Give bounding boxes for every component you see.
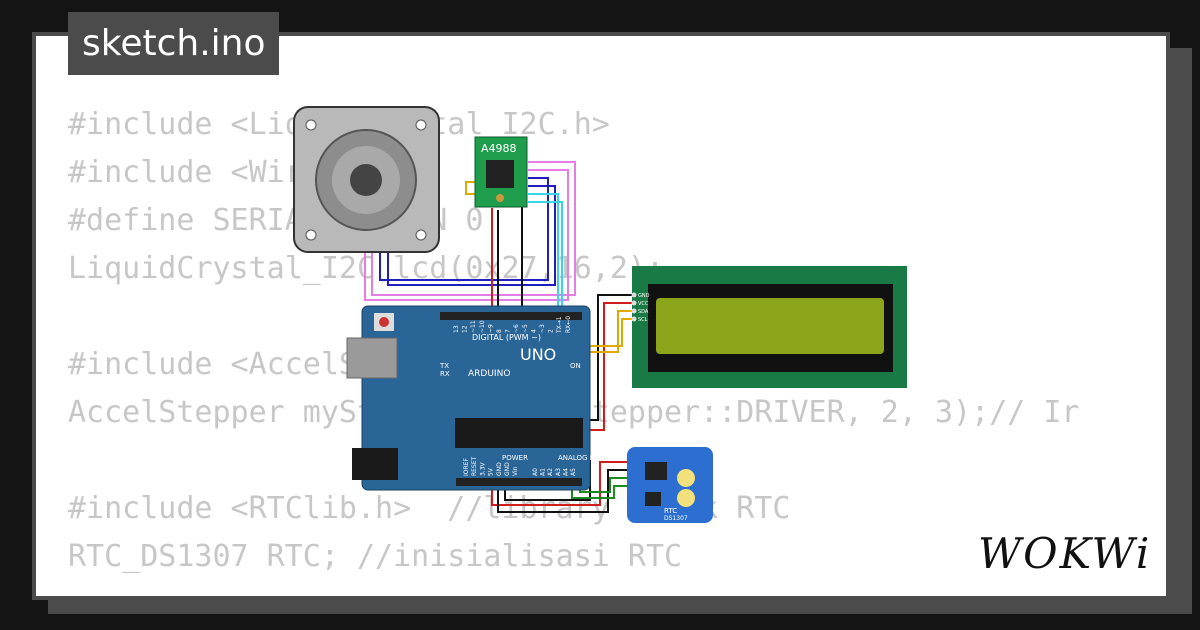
motor-screw [305,119,317,131]
rtc-label: RTC [664,507,677,515]
driver-label: A4988 [481,142,517,155]
digital-pin-label: 13 [453,325,460,333]
digital-pin-label: ~6 [513,324,520,333]
power-pin-label: RESET [471,456,478,476]
on-label: ON [570,362,581,370]
logo-text: WOKWi [978,529,1150,576]
power-label: POWER [502,454,528,462]
brand-label: ARDUINO [468,369,510,379]
power-pin-label: 3.3V [479,461,486,476]
digital-pin-label: ~9 [487,324,494,333]
battery-contact [677,469,695,487]
analog-label: ANALOG IN [558,454,597,462]
battery-contact [677,489,695,507]
digital-pin-label: 2 [548,329,555,333]
digital-pin-label: 4 [530,329,537,333]
arduino-uno: DIGITAL (PWM ~) UNO ARDUINO TX RX ON ANA… [346,305,597,491]
code-line: LiquidCrystal_I2C lcd(0x27,16,2); [68,251,665,286]
stepper-motor [293,106,440,253]
digital-pin-label: ~3 [539,324,546,333]
a4988-driver: A4988 [474,136,528,208]
power-pin-label: GND [504,462,511,476]
wire-blue [379,177,549,281]
motor-screw [305,229,317,241]
digital-header [440,312,582,320]
wokwi-logo: WOKWi [978,529,1150,576]
digital-pin-label: ~5 [522,324,529,333]
digital-pin-label: 12 [462,325,469,333]
lcd-display: GND VCC SDA SCL [631,266,907,388]
digital-pin-label: RX←0 [565,316,572,333]
digital-pin-label: 8 [496,329,503,333]
file-title-tab: sketch.ino [68,12,280,75]
rtc-chip [645,462,667,480]
lcd-pin [631,292,637,298]
digital-pin-label: ~11 [470,320,477,333]
analog-power-header [456,478,582,486]
tx-label: TX [439,362,449,370]
analog-pin-label: A2 [547,468,554,476]
power-pin-label: Vin [512,466,519,476]
digital-pin-label: ~10 [479,320,486,333]
wire-blue [387,185,556,286]
motor-screw [415,119,427,131]
code-line: RTC_DS1307 RTC; //inisialisasi RTC [68,539,683,574]
rtc-crystal [645,492,661,506]
lcd-pin [631,300,637,306]
model-label: UNO [520,345,556,364]
analog-pin-label: A3 [555,468,562,476]
reset-button-cap [379,317,389,327]
driver-chip [486,160,514,188]
analog-pin-label: A4 [562,468,569,476]
wire-pink [364,169,569,301]
lcd-pin-labels: GND VCC SDA SCL [631,292,650,323]
power-pin-label: GND [496,462,503,476]
lcd-screen [656,298,884,354]
wire-pink [371,161,576,296]
lcd-pin-label: SCL [638,317,648,323]
driver-potentiometer [496,194,504,202]
microcontroller-chip [455,418,583,448]
lcd-pin [631,316,637,322]
lcd-pin-label: SDA [638,309,649,315]
digital-pin-label: 7 [505,329,512,333]
wire-cyan [528,193,559,318]
rtc-chip-label: DS1307 [664,515,688,522]
usb-port [346,337,398,379]
power-pin-label: IOREF [463,458,470,476]
wire-orange [465,181,480,195]
motor-shaft [350,164,382,196]
rx-label: RX [440,370,450,378]
analog-pin-label: A5 [570,468,577,476]
wire-cyan [528,201,563,318]
lcd-pin-label: VCC [638,301,649,307]
lcd-pin [631,308,637,314]
power-jack [352,448,398,480]
digital-label: DIGITAL (PWM ~) [472,333,541,342]
rtc-module: RTC DS1307 [627,447,713,523]
lcd-pin-label: GND [638,293,650,299]
motor-screw [415,229,427,241]
analog-pin-label: A0 [532,468,539,476]
power-pin-label: 5V [488,467,495,476]
analog-pin-label: A1 [540,468,547,476]
digital-pin-label: TX→1 [556,316,563,334]
